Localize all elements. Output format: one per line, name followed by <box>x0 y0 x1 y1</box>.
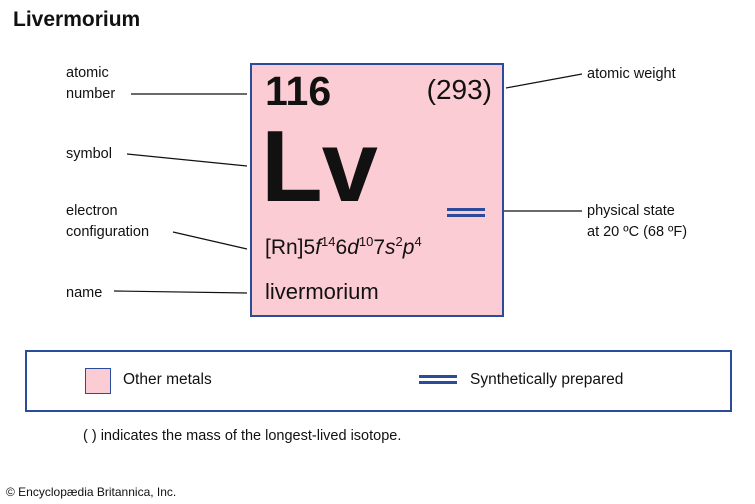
label-physical-state-line2: at 20 ºC (68 ºF) <box>587 224 688 240</box>
footnote: ( ) indicates the mass of the longest-li… <box>83 428 402 444</box>
label-electron-configuration: electron configuration <box>66 201 149 243</box>
leader-name <box>113 290 248 294</box>
double-line-synthetic-icon <box>447 208 485 217</box>
element-name: livermorium <box>265 279 379 304</box>
legend-double-line-icon <box>419 375 457 384</box>
config-period-3: 7 <box>373 236 386 259</box>
config-orbital-3: s <box>385 236 396 259</box>
legend-label-other-metals: Other metals <box>123 371 212 388</box>
config-electrons-3: 2 <box>395 234 403 249</box>
leader-electron-config <box>172 231 248 250</box>
page-title: Livermorium <box>13 8 141 31</box>
label-atomic-number-line1: atomic <box>66 65 109 81</box>
label-physical-state-line1: physical state <box>587 203 675 219</box>
config-electrons-1: 14 <box>321 234 336 249</box>
element-tile: 116 (293) Lv [Rn]5f146d107s2p4 livermori… <box>250 63 504 317</box>
label-name: name <box>66 285 103 301</box>
leader-atomic-weight <box>505 73 583 89</box>
element-symbol: Lv <box>261 111 378 223</box>
label-atomic-number: atomic number <box>66 63 115 105</box>
config-orbital-1: f <box>315 236 322 259</box>
legend-box: Other metals Synthetically prepared <box>25 350 732 412</box>
config-core: [Rn] <box>265 236 304 259</box>
config-electrons-2: 10 <box>358 234 374 249</box>
config-orbital-4: p <box>402 236 415 259</box>
label-atomic-weight: atomic weight <box>587 66 676 82</box>
label-symbol: symbol <box>66 146 112 162</box>
legend-label-synthetic: Synthetically prepared <box>470 371 624 388</box>
config-period-1: 5 <box>303 236 316 259</box>
label-physical-state: physical state at 20 ºC (68 ºF) <box>587 201 687 243</box>
config-period-2: 6 <box>335 236 348 259</box>
atomic-number: 116 <box>265 68 332 114</box>
atomic-weight: (293) <box>426 74 492 105</box>
copyright: © Encyclopædia Britannica, Inc. <box>6 485 177 499</box>
electron-configuration: [Rn]5f146d107s2p4 <box>265 234 422 259</box>
config-orbital-2: d <box>347 236 359 259</box>
leader-symbol <box>126 153 248 167</box>
config-electrons-4: 4 <box>414 234 422 249</box>
legend-swatch-other-metals <box>85 368 111 394</box>
label-atomic-number-line2: number <box>66 86 116 102</box>
label-electron-config-line2: configuration <box>66 224 150 240</box>
label-electron-config-line1: electron <box>66 203 118 219</box>
